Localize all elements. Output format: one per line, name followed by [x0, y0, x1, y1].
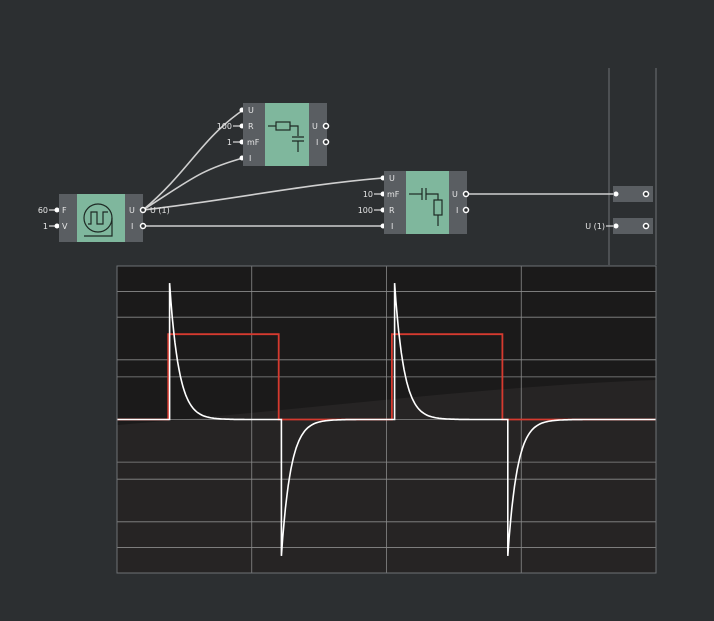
u-output-pin[interactable]: [139, 206, 147, 214]
cr-pin-i: I: [391, 222, 393, 231]
volt-value[interactable]: 1: [43, 222, 48, 231]
rc-r-value[interactable]: 100: [217, 122, 232, 131]
oscilloscope-display[interactable]: [116, 265, 657, 574]
output-tag-label: U (1): [150, 206, 170, 215]
volt-input-pin[interactable]: [54, 223, 60, 229]
scope-input-1-pin-a[interactable]: [613, 191, 619, 197]
rc-out-i: I: [316, 138, 318, 147]
cr-out-u: U: [452, 190, 458, 199]
pin-label-v: V: [62, 222, 68, 231]
scope-input-2-tag: U (1): [585, 222, 605, 231]
oscilloscope-traces: [117, 283, 656, 556]
generator-face: [77, 194, 125, 242]
i-output-pin[interactable]: [139, 222, 147, 230]
cr-r-value[interactable]: 100: [358, 206, 373, 215]
cr-filter-module[interactable]: 10 100 U mF R I U I: [358, 171, 470, 234]
output-spike-trace: [117, 283, 656, 556]
square-wave-icon: [83, 203, 113, 237]
cr-c-value[interactable]: 10: [363, 190, 373, 199]
pin-label-f: F: [62, 206, 67, 215]
pin-label-u: U: [129, 206, 135, 215]
scope-input-2-pin-a[interactable]: [613, 223, 619, 229]
rc-u-output-pin[interactable]: [322, 122, 330, 130]
rc-pin-i: I: [249, 154, 251, 163]
rc-out-u: U: [312, 122, 318, 131]
scope-input-1[interactable]: [613, 186, 653, 202]
cr-pin-r: R: [389, 206, 395, 215]
cr-inputs-panel: [384, 171, 406, 234]
rc-outputs-panel: [309, 103, 327, 166]
rc-filter-face: [265, 103, 309, 166]
cr-pin-mf: mF: [387, 190, 400, 199]
rc-pin-r: R: [248, 122, 254, 131]
oscilloscope-border: [116, 265, 657, 574]
pin-label-i: I: [131, 222, 133, 231]
rc-pin-mf: mF: [247, 138, 260, 147]
cr-out-i: I: [456, 206, 458, 215]
rc-filter-module[interactable]: 100 1 U R mF I U I: [217, 103, 330, 166]
freq-value[interactable]: 60: [38, 206, 48, 215]
freq-input-pin[interactable]: [54, 207, 60, 213]
cr-u-output-pin[interactable]: [462, 190, 470, 198]
cr-pin-u: U: [389, 174, 395, 183]
cr-i-output-pin[interactable]: [462, 206, 470, 214]
scope-input-2-pin-b[interactable]: [642, 222, 650, 230]
square-wave-generator-module[interactable]: 60 1 F V U I U (1): [38, 194, 170, 242]
scope-input-1-pin-b[interactable]: [642, 190, 650, 198]
rc-i-output-pin[interactable]: [322, 138, 330, 146]
module-outputs-panel: [125, 194, 143, 242]
rc-c-value[interactable]: 1: [227, 138, 232, 147]
rc-pin-u: U: [248, 106, 254, 115]
wires: [142, 109, 614, 227]
module-inputs-panel: [59, 194, 77, 242]
capacitor-resistor-icon: [409, 188, 443, 226]
resistor-capacitor-icon: [268, 121, 304, 152]
cr-outputs-panel: [449, 171, 467, 234]
rc-inputs-panel: [243, 103, 265, 166]
scope-input-2[interactable]: U (1): [585, 218, 653, 234]
